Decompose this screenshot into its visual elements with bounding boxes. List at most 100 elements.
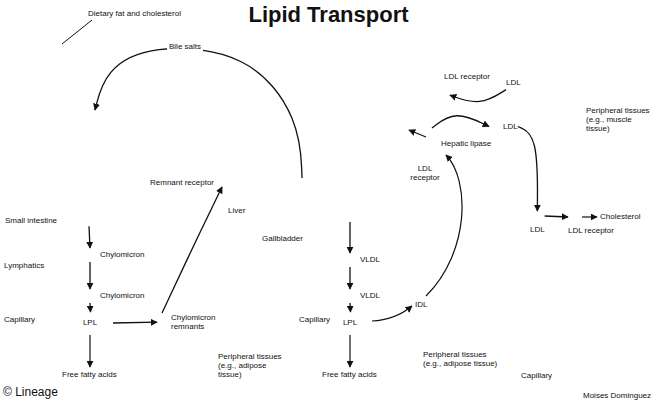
intestine-tube [38,70,99,218]
circle-marker [532,211,543,222]
connector-arrow [89,262,90,289]
square-marker [420,150,431,161]
particle-dot [158,318,167,327]
circle-marker [83,289,97,303]
tissue-outline [572,100,657,386]
gallbladder-organ: Gallbladder [262,178,338,246]
node-label: Peripheral tissues (e.g., adipose tissue… [218,352,290,380]
bile-duct [284,166,307,184]
liver-uptake-arrow [409,130,426,137]
lpl-enzyme: LPL [328,312,373,334]
lymph-border [0,234,215,235]
author-credit: Moises Dominguez [583,391,651,400]
gallbladder-drawing [282,162,334,222]
node-label: LDL [530,225,545,234]
intestine-wall [38,70,99,218]
copyright-note: © Lineage [3,386,58,400]
particle-dot [490,122,499,131]
label-wrap: Dietary fat and cholesterol [88,9,181,18]
square-marker [217,176,228,187]
vldl-particle: VLDL [343,289,380,303]
tissueR-shape [572,100,657,386]
lymph-fill [0,234,215,276]
connector-arrow [349,267,350,289]
node-label: Peripheral tissues (e.g., muscle tissue) [586,106,654,134]
ldl-particle: LDL [489,121,518,132]
tissue-outline [295,332,505,386]
node-label: Gallbladder [262,234,337,243]
node-label: Chylomicron remnants [171,313,223,331]
particle-dot [84,249,96,261]
liver-lobe-line [252,40,300,112]
receptor-square [569,213,579,223]
connector-arrow [432,116,489,128]
tissue-fill [572,100,657,386]
bile-duct [307,162,334,184]
tissue-fill [0,332,215,386]
ellipse-marker [426,128,438,148]
node-label: Small intestine [5,216,85,225]
particle-dot [509,91,518,100]
node-label: Peripheral tissues (e.g., adipose tissue… [423,350,501,368]
tissue-outline [0,332,215,386]
tissue-region: Peripheral tissues (e.g., adipose tissue… [0,332,292,386]
label-wrap: Cholesterol [600,212,640,221]
circle-marker [343,253,357,267]
food-content [35,52,47,56]
liver-lobe-line [322,32,333,184]
tissue-fill [295,332,505,386]
circle-marker [83,248,97,262]
food-content [23,68,47,73]
product-label: Cholesterol [600,212,640,221]
node-label: LDL receptor [568,226,614,235]
label-wrap: Free fatty acids [62,370,117,379]
edge-label-wrap: Bile salts [167,42,203,51]
ldl-receptor: LDL receptor [406,150,444,182]
remnant-particle: Chylomicron remnants [157,313,223,331]
input-label: Dietary fat and cholesterol [88,9,181,18]
cholesterol-arrow [582,216,597,217]
circle-marker [157,317,168,328]
hepatic-lipase: Hepatic lipase [426,128,491,148]
cap-shape [295,287,505,332]
label-wrap: Free fatty acids [322,370,377,379]
food-content [29,76,45,81]
node-label: LDL receptor [406,164,444,182]
node-label: Chylomicron [100,291,144,300]
node-label: LDL [506,78,521,87]
circle-marker [489,121,500,132]
connector-arrow [349,222,350,253]
connector-arrow [450,90,506,102]
label-wrap: Moises Dominguez [583,391,651,400]
receptor-square [218,177,228,187]
intestine-drawing [16,46,99,218]
connector-arrow [89,226,90,248]
circle-marker [343,289,357,303]
capillary-fill [295,287,505,332]
particle-label: IDL [415,300,427,309]
receptor-square [445,85,455,95]
connector-arrow [518,127,538,212]
square-marker [444,84,455,95]
label-wrap: © Lineage [3,386,58,400]
liver-lobe-line [392,34,405,150]
liver-shape [190,20,480,222]
connector-arrow [89,303,91,312]
liver-shape [205,30,454,199]
node-label: LDL [503,122,518,131]
edge-label: Bile salts [167,42,203,51]
ldl-particle: LDL [506,78,521,101]
gallbladder-highlight [290,192,314,212]
liver-organ: LiverGallbladder [190,20,480,222]
node-label: LDL receptor [444,72,490,81]
intestine-organ: Small intestine [5,40,95,226]
receptor-square [420,151,430,161]
node-label: LPL [68,318,112,327]
idl-arrow [372,306,412,321]
enzyme-shape [69,313,111,333]
circle-marker [508,90,519,101]
